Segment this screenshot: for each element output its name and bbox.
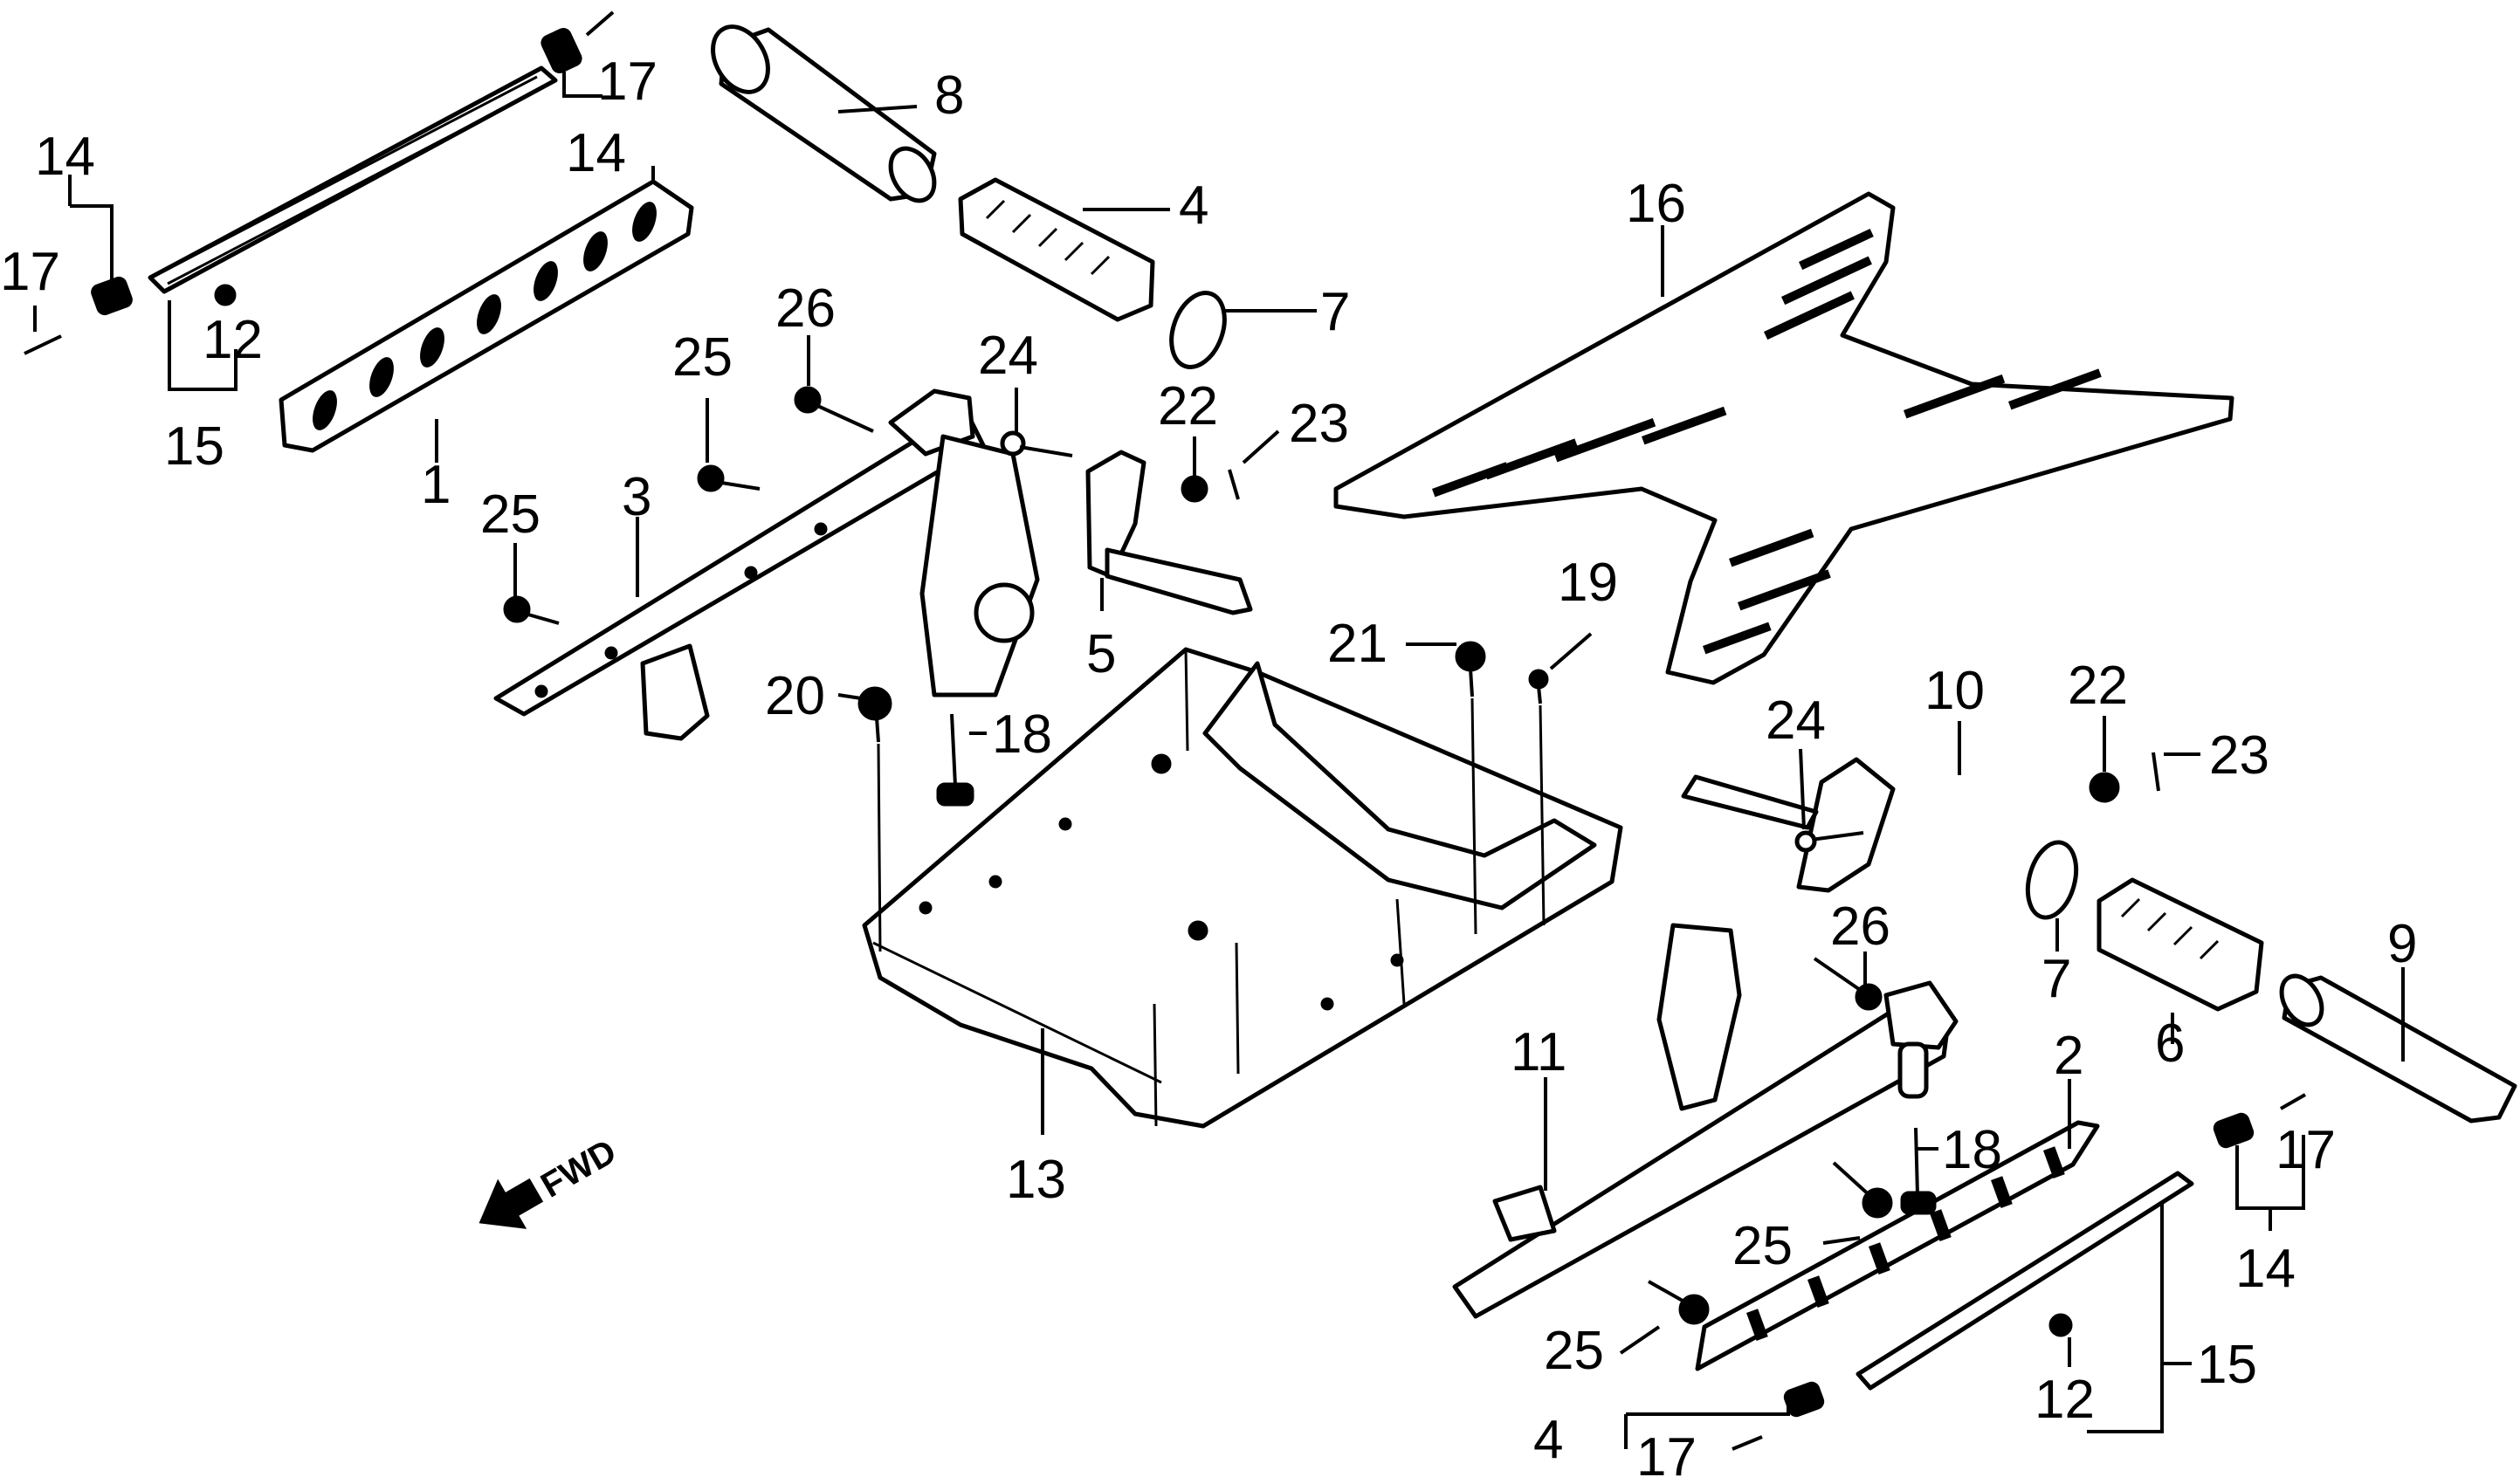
callout-10: 10 bbox=[1924, 661, 1985, 721]
bolt-18-lower bbox=[1900, 1127, 1937, 1215]
callout-18: 18 bbox=[992, 704, 1052, 765]
callout-17: 17 bbox=[1636, 1427, 1697, 1484]
part-14-clip-right bbox=[2213, 1093, 2306, 1149]
callout-25: 25 bbox=[480, 484, 540, 545]
nut-22-upper bbox=[1181, 475, 1208, 503]
part-2-step-board-right bbox=[1695, 1120, 2100, 1371]
callout-26: 26 bbox=[1830, 897, 1890, 957]
fwd-arrow: FWD bbox=[479, 1132, 623, 1229]
bolt-25-lower-right bbox=[1832, 1161, 1893, 1219]
leader-lines bbox=[33, 72, 2405, 1449]
part-4-footpeg-rubber-upper bbox=[958, 177, 1155, 322]
callout-4: 4 bbox=[1533, 1410, 1563, 1470]
callout-25: 25 bbox=[672, 327, 733, 388]
part-15-rail-left bbox=[148, 65, 558, 294]
callout-12: 12 bbox=[2035, 1370, 2095, 1430]
part-6-footpeg-rubber-lower bbox=[2097, 877, 2264, 1012]
callout-8: 8 bbox=[934, 65, 964, 126]
callout-5: 5 bbox=[1086, 624, 1116, 684]
part-8-pipe bbox=[711, 24, 937, 203]
callout-9: 9 bbox=[2387, 914, 2417, 974]
part-12-screw-left bbox=[214, 284, 237, 306]
fasteners bbox=[503, 386, 2160, 1325]
callout-3: 3 bbox=[622, 467, 651, 527]
part-15-rail-right bbox=[1856, 1171, 2194, 1391]
callout-7: 7 bbox=[1320, 282, 1350, 342]
pin-23-upper bbox=[1228, 469, 1240, 500]
callout-21: 21 bbox=[1327, 614, 1387, 674]
callout-4: 4 bbox=[1179, 175, 1208, 236]
callout-7: 7 bbox=[2041, 949, 2071, 1009]
callout-17: 17 bbox=[2276, 1120, 2336, 1180]
bolt-25-left bbox=[503, 595, 560, 625]
part-13-floor-pan bbox=[862, 647, 1623, 1129]
callout-17: 17 bbox=[597, 52, 658, 112]
part-7-washer-lower bbox=[2025, 840, 2079, 920]
bolt-21 bbox=[1455, 641, 1486, 697]
part-12-screw-right bbox=[2048, 1313, 2073, 1337]
bolt-25-upper bbox=[697, 464, 761, 492]
callout-23: 23 bbox=[2209, 725, 2269, 786]
callout-1: 1 bbox=[421, 455, 451, 515]
callouts: 17 14 17 14 12 15 1 8 4 7 16 26 25 24 22… bbox=[0, 52, 2417, 1484]
callout-13: 13 bbox=[1006, 1150, 1066, 1210]
callout-17: 17 bbox=[0, 242, 60, 302]
bolt-18-upper bbox=[936, 713, 974, 807]
bolt-25-bottom bbox=[1648, 1280, 1710, 1325]
part-14-clip-top bbox=[540, 10, 615, 73]
part-7-washer-upper bbox=[1169, 291, 1227, 369]
pin-23-lower bbox=[2152, 752, 2160, 792]
callout-16: 16 bbox=[1626, 174, 1686, 234]
bolt-26-lower bbox=[1813, 957, 1883, 1011]
part-10-bracket-right bbox=[1681, 757, 1896, 893]
callout-24: 24 bbox=[1766, 690, 1826, 751]
callout-15: 15 bbox=[164, 416, 224, 477]
callout-22: 22 bbox=[2068, 656, 2128, 716]
screw-19 bbox=[1528, 669, 1549, 704]
bolt-24-upper bbox=[1000, 430, 1073, 457]
callout-12: 12 bbox=[203, 310, 263, 370]
callout-11: 11 bbox=[1511, 1022, 1566, 1082]
callout-14: 14 bbox=[2235, 1239, 2296, 1299]
fwd-label: FWD bbox=[534, 1132, 623, 1206]
callout-26: 26 bbox=[775, 278, 836, 339]
bolt-24-lower bbox=[1794, 830, 1864, 853]
callout-14: 14 bbox=[566, 123, 626, 183]
part-14-clip-left bbox=[24, 276, 133, 355]
callout-25: 25 bbox=[1732, 1216, 1793, 1276]
bolt-20 bbox=[857, 686, 892, 743]
part-16-floor-mat bbox=[1333, 191, 2234, 685]
callout-24: 24 bbox=[978, 326, 1038, 386]
part-11-bracket-right bbox=[1452, 923, 1959, 1319]
callout-14: 14 bbox=[35, 127, 95, 187]
part-5-bracket bbox=[1085, 450, 1253, 615]
callout-23: 23 bbox=[1289, 394, 1349, 454]
callout-18: 18 bbox=[1942, 1120, 2002, 1180]
callout-20: 20 bbox=[765, 666, 825, 726]
nut-22-lower bbox=[2089, 772, 2120, 803]
part-9-pipe bbox=[2279, 973, 2517, 1123]
bolt-26-upper bbox=[794, 386, 874, 433]
part-3-bracket-left bbox=[493, 388, 1040, 741]
callout-25: 25 bbox=[1544, 1321, 1604, 1381]
callout-22: 22 bbox=[1158, 376, 1218, 436]
callout-6: 6 bbox=[2155, 1013, 2185, 1074]
callout-15: 15 bbox=[2197, 1335, 2257, 1395]
callout-2: 2 bbox=[2054, 1026, 2083, 1086]
alignment-lines bbox=[877, 649, 1546, 1127]
part-1-step-board-left bbox=[279, 179, 694, 453]
callout-19: 19 bbox=[1558, 553, 1618, 613]
